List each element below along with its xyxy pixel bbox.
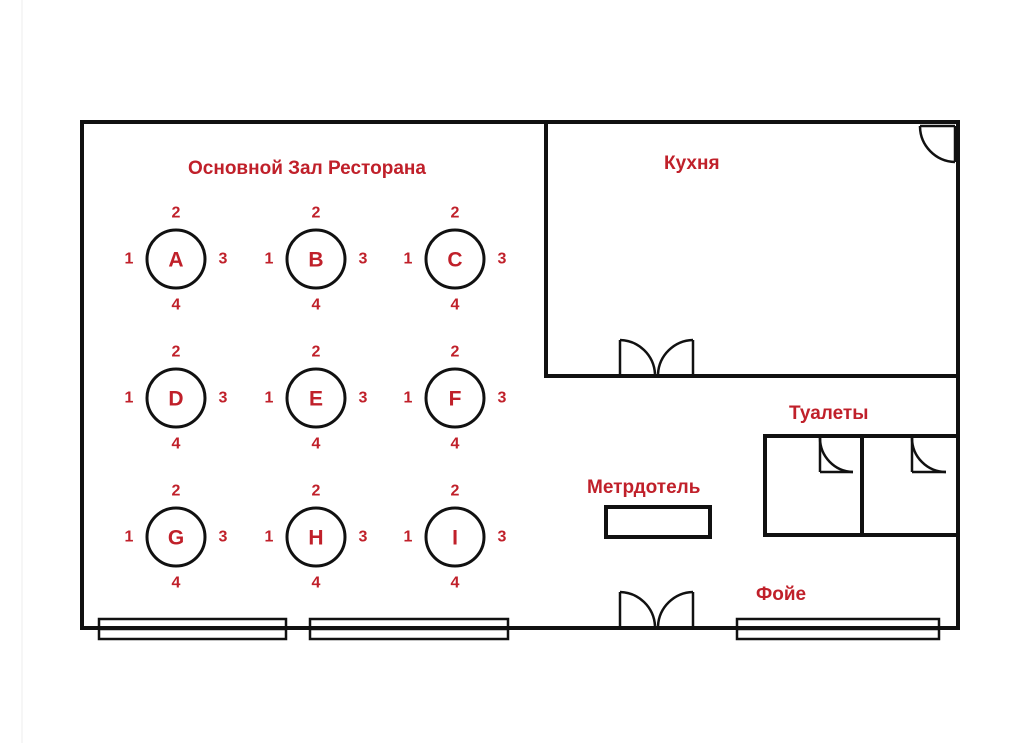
seat-number: 4 [172, 297, 181, 314]
kitchen-wall [544, 122, 958, 378]
kitchen-double-door [618, 338, 695, 375]
seat-number: 2 [312, 483, 321, 500]
seat-number: 1 [265, 390, 274, 407]
table-c: C 1 2 3 4 [404, 205, 507, 314]
seat-number: 3 [219, 251, 228, 268]
seat-number: 4 [172, 575, 181, 592]
seat-number: 2 [451, 205, 460, 222]
seat-number: 2 [451, 483, 460, 500]
seat-number: 2 [172, 344, 181, 361]
table-d: D 1 2 3 4 [125, 344, 228, 453]
seat-number: 4 [172, 436, 181, 453]
table-a: A 1 2 3 4 [125, 205, 228, 314]
table-h: H 1 2 3 4 [265, 483, 368, 592]
table-letter: H [308, 527, 323, 550]
foyer-label: Фойе [756, 584, 806, 605]
table-f: F 1 2 3 4 [404, 344, 507, 453]
seat-number: 1 [125, 529, 134, 546]
kitchen-back-door [918, 124, 957, 164]
seat-number: 3 [359, 529, 368, 546]
seat-number: 3 [219, 390, 228, 407]
table-letter: I [452, 527, 458, 550]
kitchen-label: Кухня [664, 153, 720, 174]
table-circle [285, 506, 347, 568]
seat-number: 2 [451, 344, 460, 361]
seat-number: 3 [498, 251, 507, 268]
table-letter: B [308, 249, 323, 272]
seat-number: 3 [359, 390, 368, 407]
window [308, 617, 510, 641]
seat-number: 1 [404, 529, 413, 546]
table-circle [145, 367, 207, 429]
seat-number: 4 [312, 436, 321, 453]
seat-number: 2 [172, 483, 181, 500]
table-g: G 1 2 3 4 [125, 483, 228, 592]
table-circle [145, 506, 207, 568]
seat-number: 2 [312, 205, 321, 222]
table-circle [285, 367, 347, 429]
seat-number: 4 [451, 575, 460, 592]
seat-number: 3 [498, 390, 507, 407]
window [97, 617, 288, 641]
seat-number: 2 [172, 205, 181, 222]
table-letter: A [168, 249, 183, 272]
seat-number: 1 [125, 251, 134, 268]
table-circle [424, 506, 486, 568]
table-letter: E [309, 388, 323, 411]
table-circle [145, 228, 207, 290]
seat-number: 4 [312, 575, 321, 592]
entrance-double-door [618, 590, 695, 627]
maitre-d-label: Метрдотель [587, 477, 700, 498]
toilets-label: Туалеты [789, 403, 868, 424]
window [735, 617, 941, 641]
table-i: I 1 2 3 4 [404, 483, 507, 592]
seat-number: 4 [451, 436, 460, 453]
table-letter: F [449, 388, 462, 411]
seat-number: 3 [219, 529, 228, 546]
table-letter: G [168, 527, 184, 550]
table-e: E 1 2 3 4 [265, 344, 368, 453]
seat-number: 1 [265, 251, 274, 268]
table-circle [424, 367, 486, 429]
seat-number: 1 [125, 390, 134, 407]
main-hall-label: Основной Зал Ресторана [188, 158, 426, 179]
seat-number: 3 [498, 529, 507, 546]
toilets-block [763, 434, 958, 537]
table-letter: D [168, 388, 183, 411]
tables-group: A1234B1234C1234D1234E1234F1234G1234H1234… [125, 205, 507, 592]
seat-number: 4 [312, 297, 321, 314]
seat-number: 4 [451, 297, 460, 314]
seat-number: 3 [359, 251, 368, 268]
table-b: B 1 2 3 4 [265, 205, 368, 314]
seat-number: 2 [312, 344, 321, 361]
seat-number: 1 [404, 251, 413, 268]
seat-number: 1 [404, 390, 413, 407]
seat-number: 1 [265, 529, 274, 546]
table-circle [285, 228, 347, 290]
maitre-d-desk [604, 505, 712, 539]
table-letter: C [447, 249, 462, 272]
table-circle [424, 228, 486, 290]
